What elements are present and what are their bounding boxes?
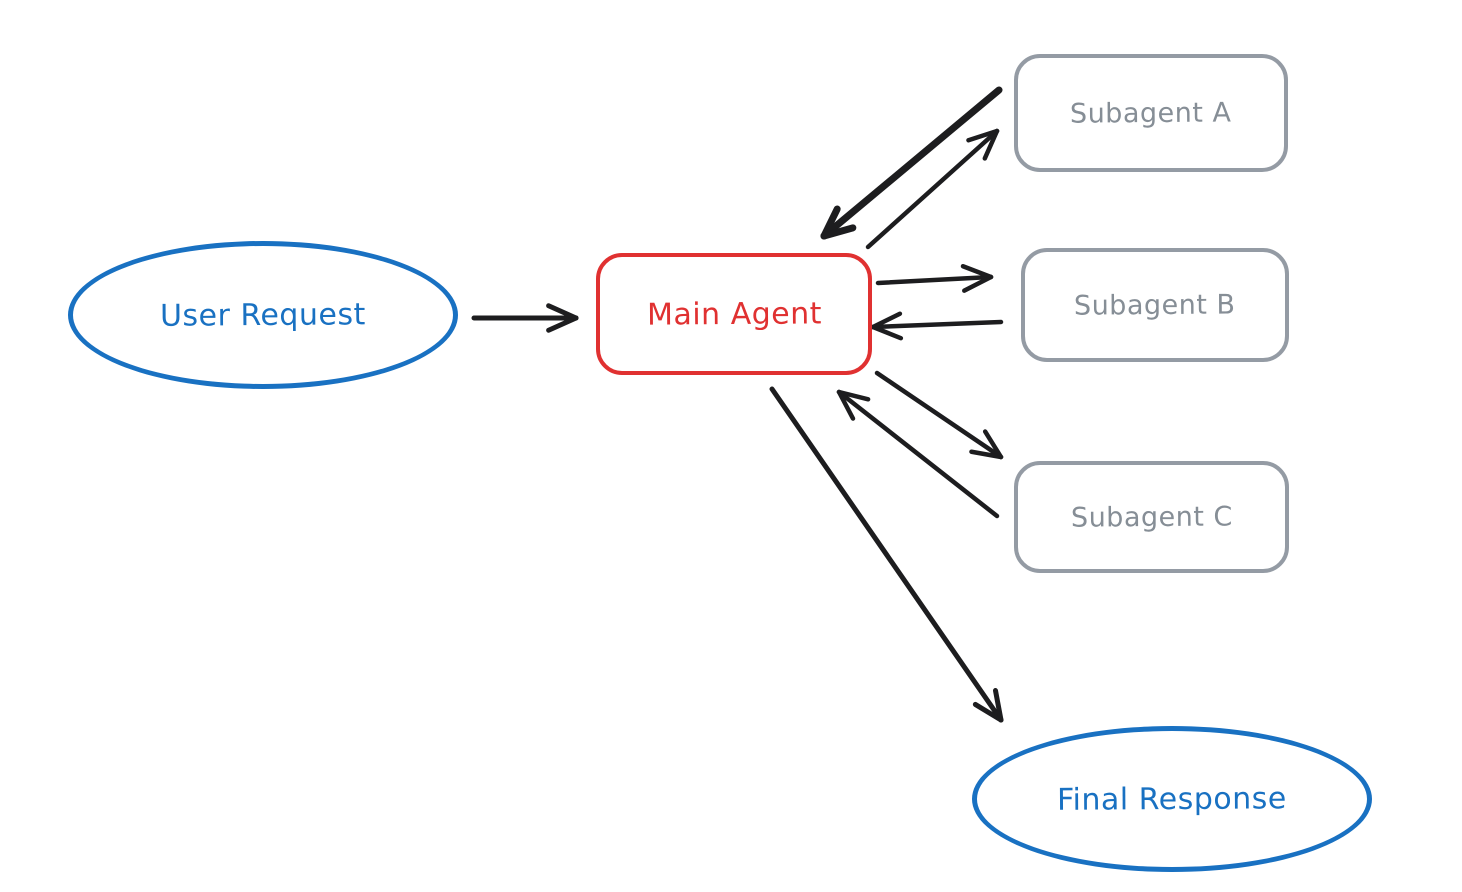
arrow-main-to-subc bbox=[874, 370, 1004, 460]
node-user-request: User Request bbox=[68, 241, 458, 389]
node-final-response-label: Final Response bbox=[1056, 780, 1287, 818]
node-subagent-a-label: Subagent A bbox=[1070, 96, 1232, 130]
node-user-request-label: User Request bbox=[159, 296, 367, 334]
node-subagent-c: Subagent C bbox=[1014, 461, 1289, 573]
node-subagent-a: Subagent A bbox=[1014, 54, 1288, 172]
arrow-suba-to-main bbox=[820, 86, 1003, 240]
node-subagent-c-label: Subagent C bbox=[1070, 500, 1233, 534]
node-final-response: Final Response bbox=[972, 726, 1372, 872]
arrow-main-to-suba bbox=[865, 128, 1000, 250]
arrow-main-to-subb bbox=[875, 263, 994, 293]
arrow-main-to-final bbox=[769, 386, 1004, 723]
node-main-agent-label: Main Agent bbox=[646, 295, 822, 333]
node-subagent-b: Subagent B bbox=[1021, 248, 1289, 362]
node-main-agent: Main Agent bbox=[596, 253, 872, 375]
arrow-user-to-main bbox=[471, 303, 579, 333]
arrow-subb-to-main bbox=[870, 311, 1004, 341]
arrow-subc-to-main bbox=[836, 389, 1000, 519]
node-subagent-b-label: Subagent B bbox=[1074, 288, 1236, 322]
